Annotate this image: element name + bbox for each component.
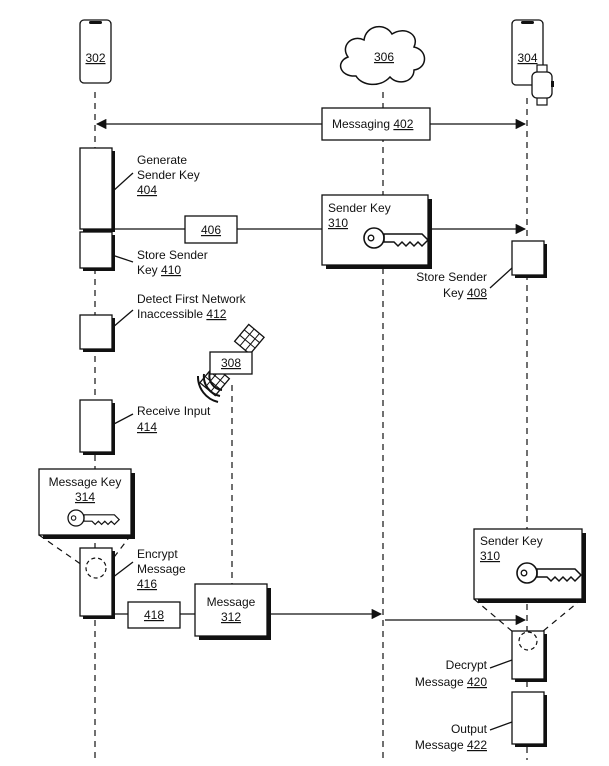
receive-input-activation-box: [79, 399, 113, 453]
messaging-box: [321, 107, 431, 141]
decrypt-label-2: Message 420: [415, 675, 487, 689]
generate-label-2: Sender Key: [137, 168, 200, 182]
detect-label-1: Detect First Network: [137, 292, 247, 306]
transmit-box: [184, 215, 238, 244]
sender-phone-ref: 302: [85, 51, 105, 65]
generate-label-1: Generate: [137, 153, 187, 167]
sender-key-bottom-label: Sender Key: [480, 534, 543, 548]
store-sender-activation-box: [79, 231, 113, 269]
store-receiver-label-2: Key 408: [443, 286, 487, 300]
cloud-icon: 306: [339, 25, 426, 86]
sender-key-bottom-ref: 310: [480, 549, 500, 563]
decrypt-key-slot: [518, 631, 538, 651]
watch-icon: [531, 64, 554, 106]
sender-key-box-bottom: [473, 528, 583, 600]
detect-label-2: Inaccessible 412: [137, 307, 227, 321]
receive-input-label: Receive Input: [137, 404, 211, 418]
store-receiver-label-1: Store Sender: [416, 270, 487, 284]
encrypt-key-slot: [85, 557, 107, 579]
output-label-2: Message 422: [415, 738, 487, 752]
sender-key-callout-right: [541, 598, 583, 633]
sender-key-top-ref: 310: [328, 216, 348, 230]
sender-phone-icon: 302: [79, 19, 112, 84]
messaging-label: Messaging 402: [332, 117, 414, 131]
message-key-label: Message Key: [49, 475, 122, 489]
cloud-ref: 306: [374, 50, 394, 64]
store-sender-label-1: Store Sender: [137, 248, 208, 262]
sender-key-top-label: Sender Key: [328, 201, 391, 215]
generate-ref: 404: [137, 183, 157, 197]
message-label: Message: [207, 595, 256, 609]
decrypt-label-1: Decrypt: [446, 658, 488, 672]
send-ref: 418: [144, 608, 164, 622]
detect-activation-box: [79, 314, 113, 350]
message-key-box: [38, 468, 132, 536]
store-receiver-activation-box: [511, 240, 545, 276]
store-sender-label-2: Key 410: [137, 263, 181, 277]
decrypt-activation-box: [511, 630, 545, 680]
transmit-ref: 406: [201, 223, 221, 237]
sender-key-callout-left: [473, 598, 514, 633]
receiver-phone-icon: 304: [511, 19, 544, 86]
encrypt-label-1: Encrypt: [137, 547, 178, 561]
encrypt-activation-box: [79, 547, 113, 617]
encrypt-ref: 416: [137, 577, 157, 591]
message-ref: 312: [221, 610, 241, 624]
message-key-ref: 314: [75, 490, 95, 504]
message-key-callout-left: [38, 534, 83, 566]
satellite-icon: 308: [196, 323, 266, 403]
send-box: [127, 601, 181, 629]
message-box: [194, 583, 268, 637]
output-label-1: Output: [451, 722, 488, 736]
output-activation-box: [511, 691, 545, 745]
generate-activation-box: [79, 147, 113, 230]
satellite-ref: 308: [221, 356, 241, 370]
sender-key-box-top: [321, 194, 429, 266]
receive-input-ref: 414: [137, 420, 157, 434]
encrypt-label-2: Message: [137, 562, 186, 576]
receiver-phone-ref: 304: [517, 51, 537, 65]
